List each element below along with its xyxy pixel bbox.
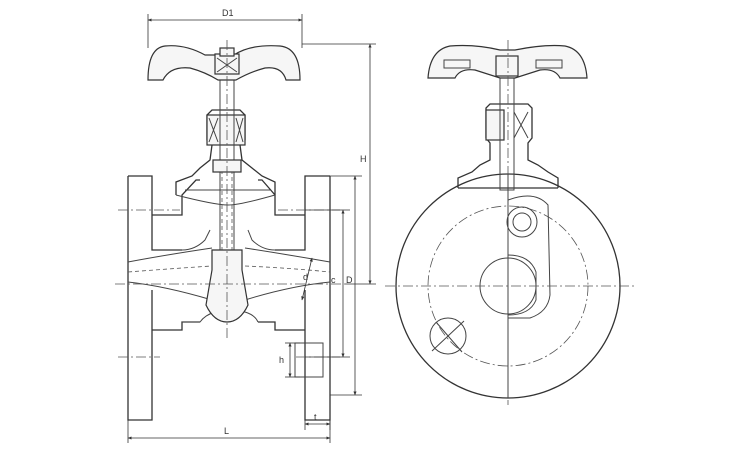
flow-passage-bottom — [127, 281, 331, 301]
dimensions: D1 H d c D h t L — [127, 8, 376, 443]
dflange-label: D — [346, 275, 353, 285]
flow-passage-top — [127, 247, 331, 263]
h-label: H — [360, 154, 367, 164]
c-label: c — [331, 275, 336, 285]
right-flange — [258, 175, 331, 421]
side-handwheel-slot-left — [443, 59, 471, 69]
bolt-hole — [429, 317, 467, 355]
wedge-disc — [205, 249, 249, 323]
left-flange — [127, 175, 200, 421]
d-bore-label: d — [303, 272, 308, 282]
flow-passage-hidden — [127, 265, 331, 273]
bolt-hole-section — [294, 342, 324, 378]
side-hub — [495, 55, 519, 77]
bonnet — [175, 109, 276, 195]
side-packing-cross — [513, 111, 529, 139]
side-stem-boss-inner — [512, 212, 532, 232]
packing-cross-right — [235, 117, 244, 143]
side-stem-boss — [506, 206, 538, 238]
side-body-section — [507, 195, 551, 319]
d-bore-dim-line — [301, 257, 313, 301]
l-label: L — [224, 426, 229, 436]
side-gland — [485, 109, 505, 141]
d1-label: D1 — [222, 8, 234, 18]
packing-cross-left — [208, 117, 219, 143]
bonnet-flange — [175, 189, 276, 206]
hflange-label: h — [279, 355, 284, 365]
front-view — [115, 40, 345, 421]
side-view — [385, 40, 635, 405]
t-label: t — [314, 412, 317, 422]
bolt-hole-cross-b — [435, 321, 463, 353]
side-handwheel-slot-right — [535, 59, 563, 69]
stem-thread — [221, 170, 233, 250]
